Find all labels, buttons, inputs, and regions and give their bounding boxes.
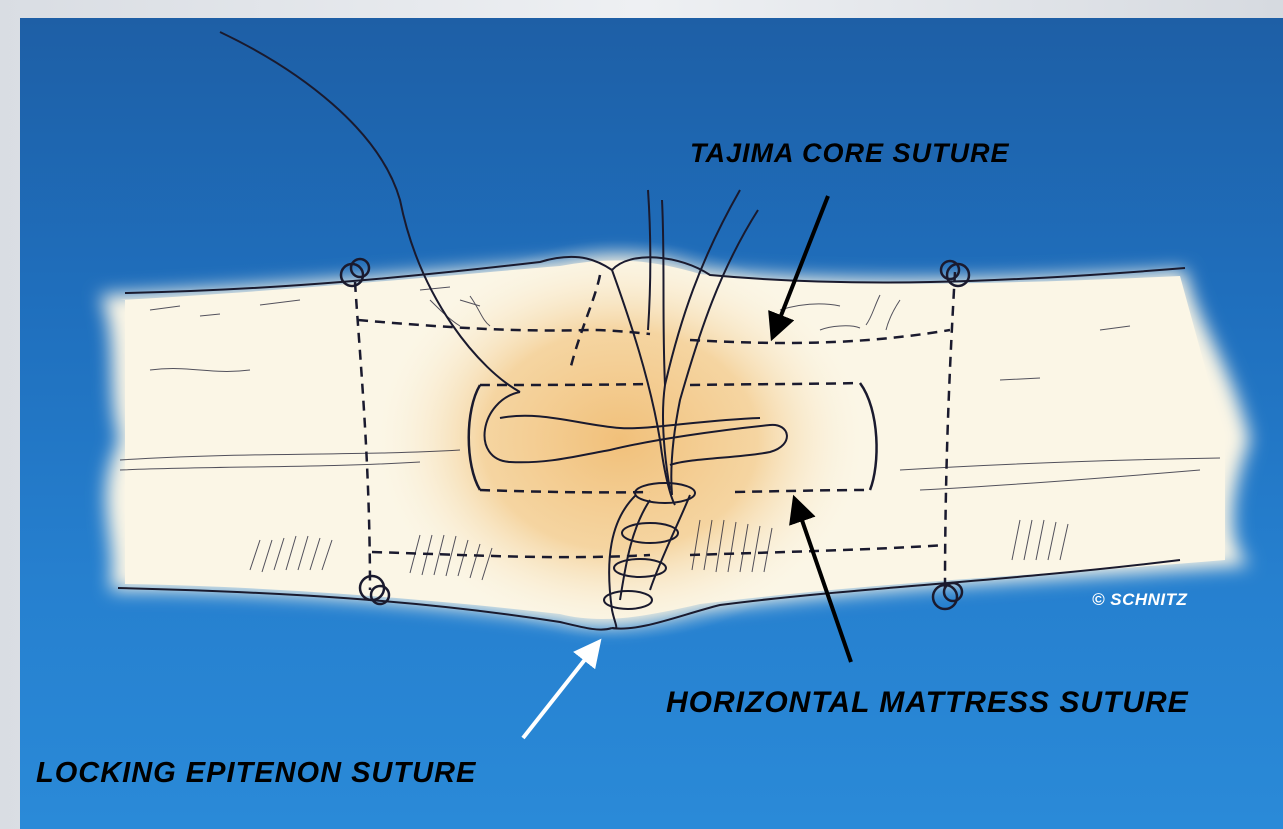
copyright-notice: © SCHNITZ [1092, 590, 1187, 610]
locking-epitenon-suture-label: LOCKING EPITENON SUTURE [36, 757, 476, 790]
horizontal-mattress-suture-label: HORIZONTAL MATTRESS SUTURE [666, 686, 1189, 720]
tajima-core-suture-label: TAJIMA CORE SUTURE [690, 138, 1010, 169]
tendon-body [100, 240, 1250, 640]
locking-arrow [523, 643, 598, 738]
